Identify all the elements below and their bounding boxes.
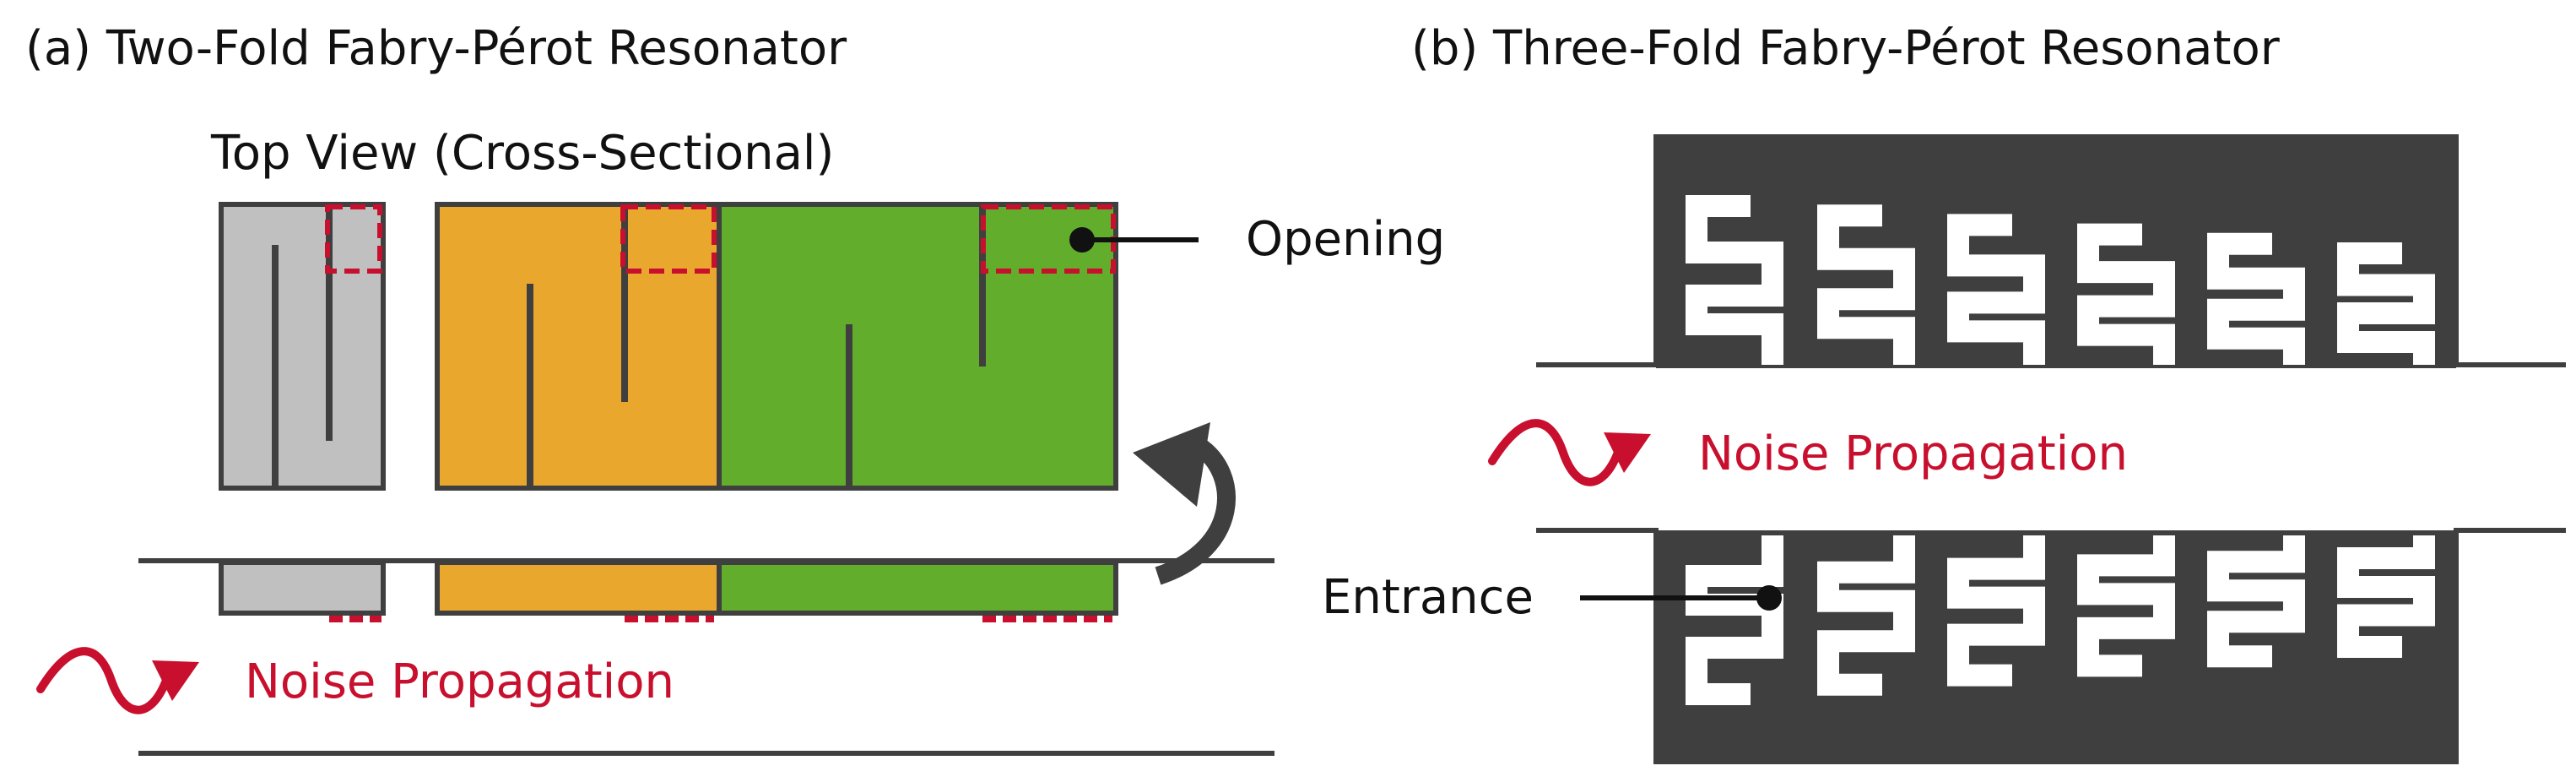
upper-serpentine-channel-5 <box>2207 232 2305 355</box>
panel-a-title: (a) Two-Fold Fabry-Pérot Resonator <box>25 21 847 76</box>
upper-serpentine-channel-1 <box>1686 195 1783 355</box>
gray-resonator-side <box>219 560 386 616</box>
noise-wave-arrow-icon-b <box>1488 419 1651 486</box>
noise-label-b: Noise Propagation <box>1698 426 2128 481</box>
orange-resonator-side <box>437 562 719 613</box>
panel-a-subtitle: Top View (Cross-Sectional) <box>210 126 834 181</box>
upper-serpentine-channel-6 <box>2337 242 2435 355</box>
entrance-label: Entrance <box>1322 570 1534 625</box>
opening-label: Opening <box>1246 212 1445 267</box>
gray-opening-marker <box>325 204 382 274</box>
panel-b-title: (b) Three-Fold Fabry-Pérot Resonator <box>1411 21 2281 76</box>
noise-label-a: Noise Propagation <box>245 654 674 709</box>
green-resonator-side <box>719 562 1116 613</box>
gray-resonator-top <box>219 202 386 491</box>
upper-resonator-array <box>1536 134 2566 368</box>
orange-green-resonator-top <box>435 202 1118 491</box>
upper-serpentine-channel-3 <box>1947 214 2045 355</box>
lower-serpentine-channel-2 <box>1817 546 1915 696</box>
lower-serpentine-channel-6 <box>2337 546 2435 658</box>
lower-serpentine-channel-5 <box>2207 546 2305 668</box>
orange-opening-marker <box>620 204 717 274</box>
rotation-arrow-icon <box>1133 422 1236 585</box>
entrance-callout-dot <box>1756 585 1782 611</box>
upper-serpentine-channel-4 <box>2077 223 2175 355</box>
lower-serpentine-channel-4 <box>2077 546 2175 677</box>
noise-wave-arrow-icon <box>36 647 199 714</box>
upper-serpentine-channel-2 <box>1817 204 1915 355</box>
lower-serpentine-channel-3 <box>1947 546 2045 687</box>
lower-resonator-array <box>1536 528 2566 764</box>
